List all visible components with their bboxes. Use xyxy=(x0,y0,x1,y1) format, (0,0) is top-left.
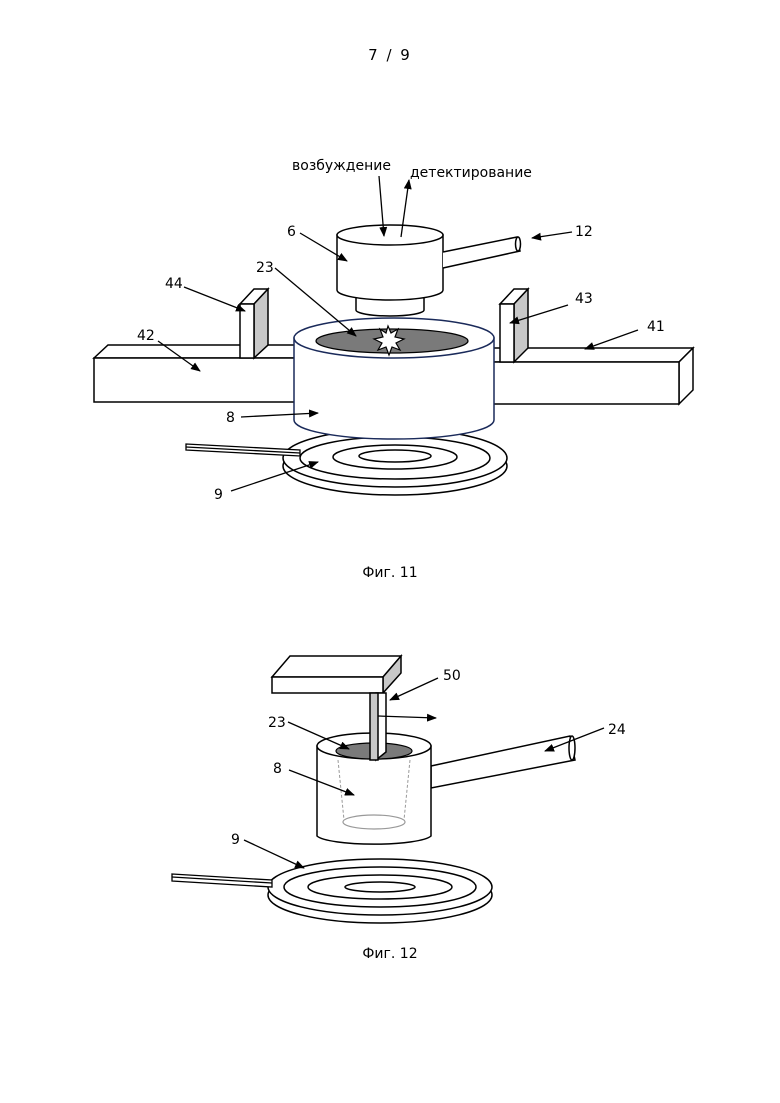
stand-43 xyxy=(500,289,528,362)
figure-11: возбуждение детектирование 6 12 23 44 43… xyxy=(94,158,693,503)
figure-11-caption: Фиг. 11 xyxy=(0,565,780,581)
heater-plate-9-fig12 xyxy=(268,859,492,923)
label-44: 44 xyxy=(165,276,183,292)
figure-12: 50 23 24 8 9 xyxy=(172,656,626,923)
label-6: 6 xyxy=(287,224,296,240)
label-9: 9 xyxy=(214,487,223,503)
label-23: 23 xyxy=(256,260,274,276)
label-42: 42 xyxy=(137,328,155,344)
stand-44 xyxy=(240,289,268,358)
label-24: 24 xyxy=(608,722,626,738)
label-41: 41 xyxy=(647,319,665,335)
label-detection: детектирование xyxy=(410,165,532,181)
label-8: 8 xyxy=(226,410,235,426)
label-12: 12 xyxy=(575,224,593,240)
label-8-fig12: 8 xyxy=(273,761,282,777)
label-23-fig12: 23 xyxy=(268,715,286,731)
heater-leads xyxy=(186,444,300,456)
label-43: 43 xyxy=(575,291,593,307)
figure-12-caption: Фиг. 12 xyxy=(0,946,780,962)
label-50: 50 xyxy=(443,668,461,684)
optical-head-6 xyxy=(337,225,521,316)
heater-leads-fig12 xyxy=(172,874,272,887)
bar-42 xyxy=(94,345,300,402)
label-excitation: возбуждение xyxy=(292,158,391,174)
label-9-fig12: 9 xyxy=(231,832,240,848)
vessel-8-fig12 xyxy=(317,733,575,844)
